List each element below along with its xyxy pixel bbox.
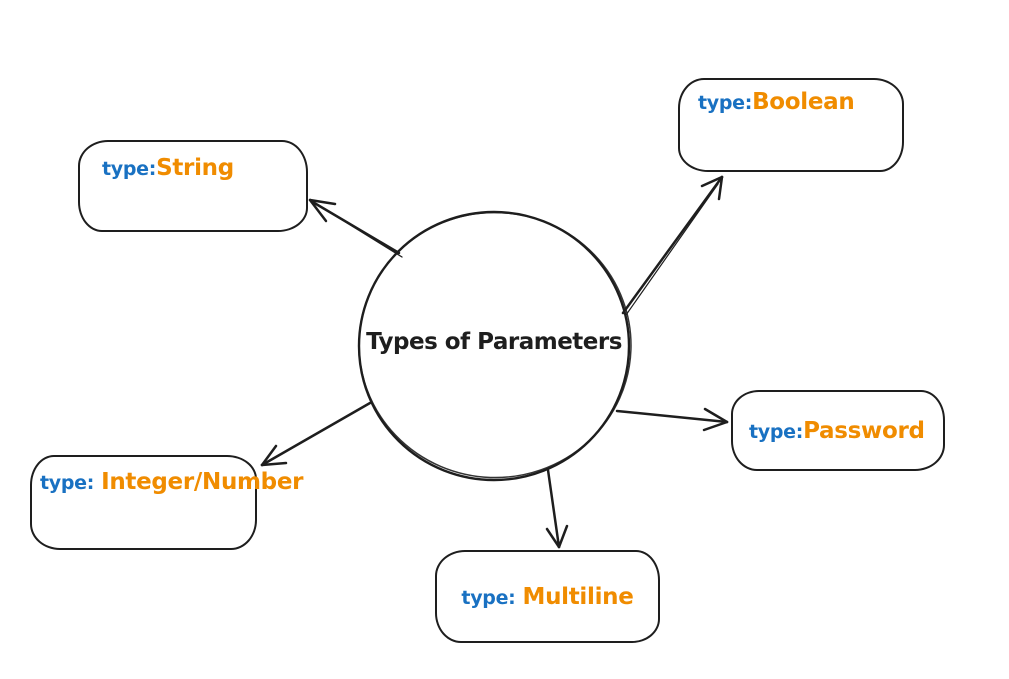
node-label: type: Integer/Number xyxy=(40,469,304,548)
node-label: type:Password xyxy=(749,418,925,444)
arrow-to-boolean xyxy=(621,175,724,316)
type-value-text: Integer/Number xyxy=(101,469,304,495)
type-prefix-text: type: xyxy=(698,92,753,114)
node-type-integer-number: type: Integer/Number xyxy=(30,455,304,550)
node-type-password: type:Password xyxy=(731,390,945,471)
type-value-text: Multiline xyxy=(522,583,634,610)
node-label: type: Multiline xyxy=(461,584,633,610)
type-prefix-text: type: xyxy=(461,586,516,609)
arrow-to-password xyxy=(615,407,729,432)
node-label: type:String xyxy=(102,155,234,230)
type-value-text: String xyxy=(156,155,234,181)
type-prefix-text: type: xyxy=(749,420,804,443)
arrow-to-multiline xyxy=(545,468,569,549)
arrow-to-string xyxy=(308,198,403,258)
center-circle-outline xyxy=(357,210,632,482)
node-type-multiline: type: Multiline xyxy=(435,550,660,643)
center-node-title: Types of Parameters xyxy=(366,329,622,355)
node-label: type:Boolean xyxy=(698,89,855,170)
type-prefix-text: type: xyxy=(40,472,95,494)
type-prefix-text: type: xyxy=(102,158,157,180)
type-value-text: Password xyxy=(803,417,925,444)
type-value-text: Boolean xyxy=(752,89,855,115)
node-type-string: type:String xyxy=(78,140,308,232)
node-type-boolean: type:Boolean xyxy=(678,78,904,172)
arrow-to-integer-number xyxy=(260,401,372,467)
